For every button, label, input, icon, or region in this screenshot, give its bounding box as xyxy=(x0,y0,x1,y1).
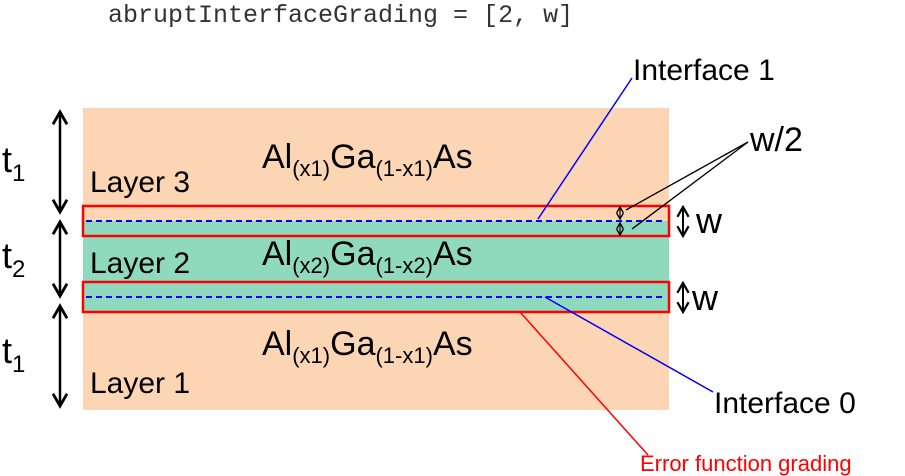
layer-2-material: Al(x2)Ga(1-x2)As xyxy=(262,235,473,278)
half-width-leader-upper xyxy=(625,141,749,211)
code-line: abruptInterfaceGrading = [2, w] xyxy=(108,1,573,30)
thickness-label-layer-1: t1 xyxy=(2,330,25,378)
thickness-label-layer-3: t1 xyxy=(2,139,25,187)
interface-1-leader xyxy=(537,77,633,220)
half-width-leader-lower xyxy=(631,141,749,230)
layer-1-label: Layer 1 xyxy=(90,367,190,400)
grading-box-interface-0 xyxy=(81,280,671,314)
grading-label: Error function grading xyxy=(640,451,852,476)
layer-3-label: Layer 3 xyxy=(90,166,190,199)
grading-box-interface-1 xyxy=(81,204,671,238)
layer-3-material: Al(x1)Ga(1-x1)As xyxy=(262,138,473,181)
half-width-label: w/2 xyxy=(749,121,803,159)
grading-zone-1-fill xyxy=(83,221,669,236)
interface-0-label: Interface 0 xyxy=(714,387,856,420)
interface-1-label: Interface 1 xyxy=(633,54,775,87)
width-label-interface-1: w xyxy=(695,200,723,241)
interface-0-leader xyxy=(544,296,714,393)
layer-1-material: Al(x1)Ga(1-x1)As xyxy=(262,325,473,368)
width-label-interface-0: w xyxy=(691,277,719,318)
layer-2-label: Layer 2 xyxy=(90,247,190,280)
thickness-label-layer-2: t2 xyxy=(2,235,25,283)
grading-leader xyxy=(519,311,649,456)
layer-1-band xyxy=(83,297,669,410)
layer-3-band xyxy=(83,108,669,221)
